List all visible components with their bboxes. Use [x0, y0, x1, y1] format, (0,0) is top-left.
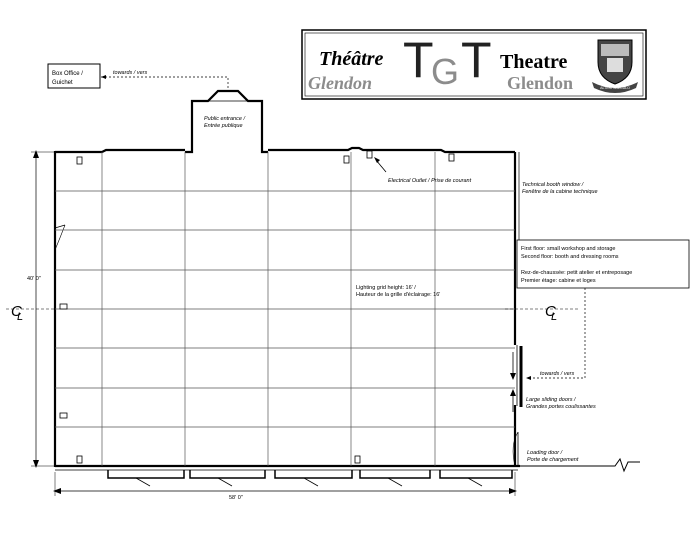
towards-top-label: towards / vers: [113, 70, 147, 76]
width-dimension: 58' 0": [53, 472, 517, 501]
public-entrance-label-1: Public entrance /: [204, 116, 245, 122]
floor-en-2: Second floor: booth and dressing rooms: [521, 254, 619, 260]
outlet-icon: [366, 150, 373, 159]
booth-window-label-1: Technical booth window /: [522, 182, 584, 188]
height-dim-label: 40' 0": [27, 276, 41, 282]
crest-icon: ALTERI SAECULO: [592, 39, 638, 93]
floor-en-1: First floor: small workshop and storage: [521, 246, 615, 252]
sliding-door-arrows: [510, 352, 516, 412]
sliding-doors-label-1: Large sliding doors /: [526, 397, 576, 403]
logo-subtitle-fr: Glendon: [308, 73, 372, 93]
svg-text:G: G: [431, 51, 459, 92]
outlet-icon: [448, 153, 455, 162]
outlet-icon: [76, 455, 83, 464]
lighting-grid: [55, 152, 515, 466]
floor-fr-1: Rez-de-chaussée: petit atelier et entrep…: [521, 270, 632, 276]
floor-fr-2: Premier étage: cabine et loges: [521, 278, 596, 284]
centerline-left: C L: [6, 303, 55, 323]
svg-text:L: L: [17, 311, 23, 323]
outlet-icon: [59, 303, 68, 310]
theatre-logo: Théâtre Glendon T G T Theatre Glendon AL…: [301, 29, 647, 100]
loading-door-label-2: Porte de chargement: [527, 457, 579, 463]
loading-door-label-1: Loading door /: [527, 450, 563, 456]
centerline-right: C L: [505, 303, 580, 323]
svg-text:C: C: [11, 303, 22, 320]
box-office-label: Box Office /: [52, 71, 83, 77]
crest-motto: ALTERI SAECULO: [600, 86, 630, 90]
towards-right-label: towards / vers: [540, 371, 574, 377]
lighting-grid-label-1: Lighting grid height: 16' /: [356, 285, 416, 291]
svg-text:T: T: [461, 32, 492, 88]
floor-info-box: First floor: small workshop and storage …: [516, 239, 690, 289]
outlet-icon: [76, 156, 83, 165]
bottom-doors: [107, 470, 513, 487]
lighting-grid-label-2: Hauteur de la grille d'éclairage: 16': [356, 292, 440, 298]
logo-title-fr: Théâtre: [319, 48, 384, 70]
booth-window-label-2: Fenêtre de la cabine technique: [522, 189, 598, 195]
outlet-icon: [354, 455, 361, 464]
electrical-outlet-label: Electrical Outlet / Prise de courant: [388, 178, 472, 184]
svg-text:L: L: [551, 311, 557, 323]
guichet-label: Guichet: [52, 80, 73, 86]
outlet-icon: [343, 155, 350, 164]
electrical-outlets: [59, 150, 455, 464]
logo-title-en: Theatre: [500, 51, 568, 73]
svg-text:T: T: [403, 32, 434, 88]
width-dim-label: 58' 0": [229, 495, 243, 501]
sliding-doors-label-2: Grandes portes coulissantes: [526, 404, 596, 410]
public-entrance: Public entrance / Entrée publique: [185, 89, 268, 154]
logo-subtitle-en: Glendon: [507, 73, 573, 93]
tgt-monogram: T G T: [403, 32, 492, 92]
outlet-icon: [59, 412, 68, 419]
box-office: Box Office / Guichet: [47, 63, 101, 89]
public-entrance-label-2: Entrée publique: [204, 123, 243, 129]
height-dimension: 40' 0": [27, 150, 55, 468]
svg-text:C: C: [545, 303, 556, 320]
